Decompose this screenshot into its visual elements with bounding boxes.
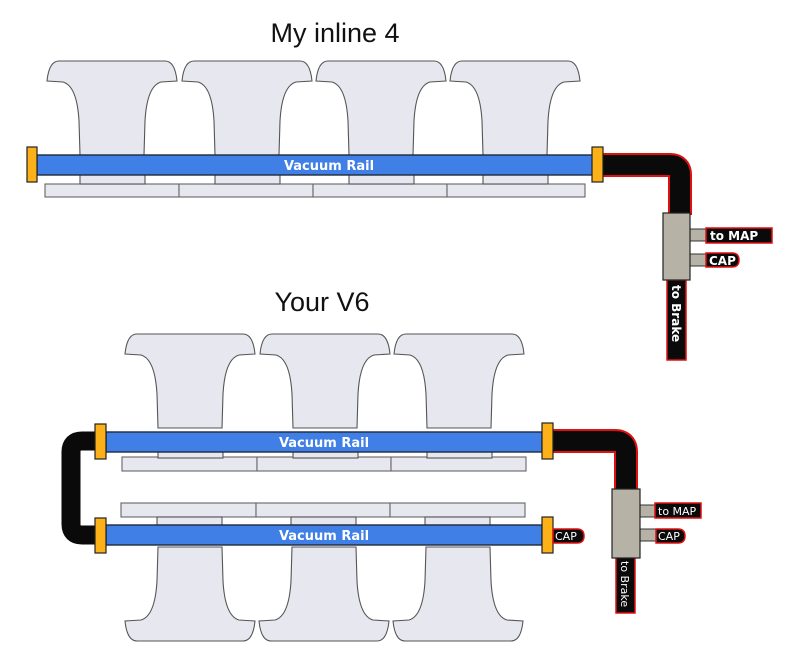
brake-label: to Brake <box>669 285 683 342</box>
inline4-diagram: My inline 4 Vacuum Rail to <box>26 18 773 361</box>
flange-2 <box>178 183 314 198</box>
inline4-title: My inline 4 <box>270 18 399 48</box>
hose <box>552 431 636 490</box>
runner-5 <box>258 546 390 642</box>
rail-fitting <box>541 422 554 460</box>
cap-tag <box>705 252 740 268</box>
rail-fitting-right <box>591 146 604 183</box>
rail-fitting <box>541 516 554 554</box>
runner-6 <box>392 546 524 642</box>
v6-diagram: Your V6 <box>61 287 702 642</box>
neck-tab <box>424 516 491 526</box>
runner-3 <box>315 60 447 156</box>
cap-tag <box>655 528 686 544</box>
rail-fitting-left <box>26 146 38 183</box>
runner-4 <box>449 60 581 156</box>
inline4-tee: to Brake to MAP CAP <box>662 212 773 361</box>
v6-flanges <box>120 450 527 526</box>
crossover-hose <box>61 431 97 545</box>
flange-1 <box>44 183 180 198</box>
runner-2 <box>259 333 391 429</box>
brake-label: to Brake <box>618 561 631 607</box>
cap-label: CAP <box>709 254 736 268</box>
rail-fitting <box>94 517 107 554</box>
flange <box>256 456 392 472</box>
runner-3 <box>393 333 525 429</box>
runner-2 <box>181 60 313 156</box>
v6-title: Your V6 <box>274 287 369 317</box>
runner-1 <box>124 333 256 429</box>
cap-label: CAP <box>658 530 680 543</box>
v6-top-runners <box>124 333 525 429</box>
map-label: to MAP <box>710 229 758 243</box>
rail-cap-tag <box>552 528 585 544</box>
map-tag <box>654 502 702 519</box>
flange <box>390 456 527 472</box>
runner-1 <box>46 60 178 156</box>
flange <box>121 456 258 472</box>
cap-stub <box>638 528 658 542</box>
tee-fitting <box>662 212 691 281</box>
vacuum-rail-label: Vacuum Rail <box>279 529 369 544</box>
flange-4 <box>446 183 586 198</box>
rail-cap-label: CAP <box>555 530 577 543</box>
flange <box>389 502 526 518</box>
neck-tab <box>156 516 223 526</box>
flange-3 <box>312 183 448 198</box>
tee-fitting <box>611 488 641 559</box>
inline4-runners <box>46 60 581 156</box>
map-tag <box>705 227 773 244</box>
flange <box>120 502 257 518</box>
neck-tab <box>290 516 357 526</box>
inline4-flanges <box>44 173 586 198</box>
v6-tee: to Brake to MAP CAP <box>611 488 702 614</box>
vacuum-rail-label: Vacuum Rail <box>284 159 374 174</box>
rail-fitting <box>94 423 107 460</box>
vacuum-rail-label: Vacuum Rail <box>279 436 369 451</box>
map-label: to MAP <box>658 505 697 518</box>
hose <box>600 155 690 215</box>
v6-bottom-runners <box>124 546 524 642</box>
flange <box>255 502 391 518</box>
runner-4 <box>124 546 256 642</box>
